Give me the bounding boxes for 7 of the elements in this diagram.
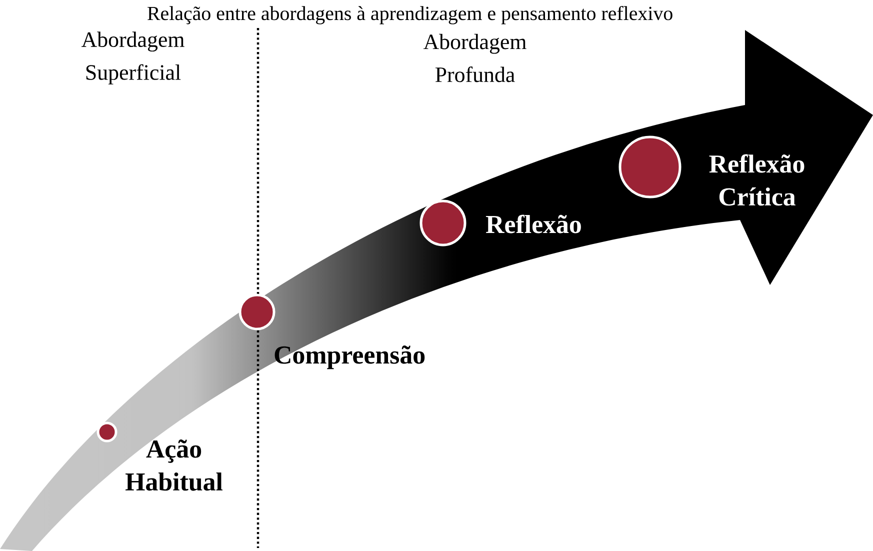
section-heading: Abordagem Superficial — [82, 32, 184, 84]
node-label: Reflexão Crítica — [709, 154, 804, 206]
node-label: Compreensão — [274, 346, 425, 370]
node-label: Ação Habitual — [126, 440, 222, 491]
section-heading: Abordagem Profunda — [424, 34, 526, 82]
node-label: Reflexão — [486, 214, 581, 234]
title: Relação entre abordagens à aprendizagem e pensamento reflexivo — [148, 6, 672, 24]
